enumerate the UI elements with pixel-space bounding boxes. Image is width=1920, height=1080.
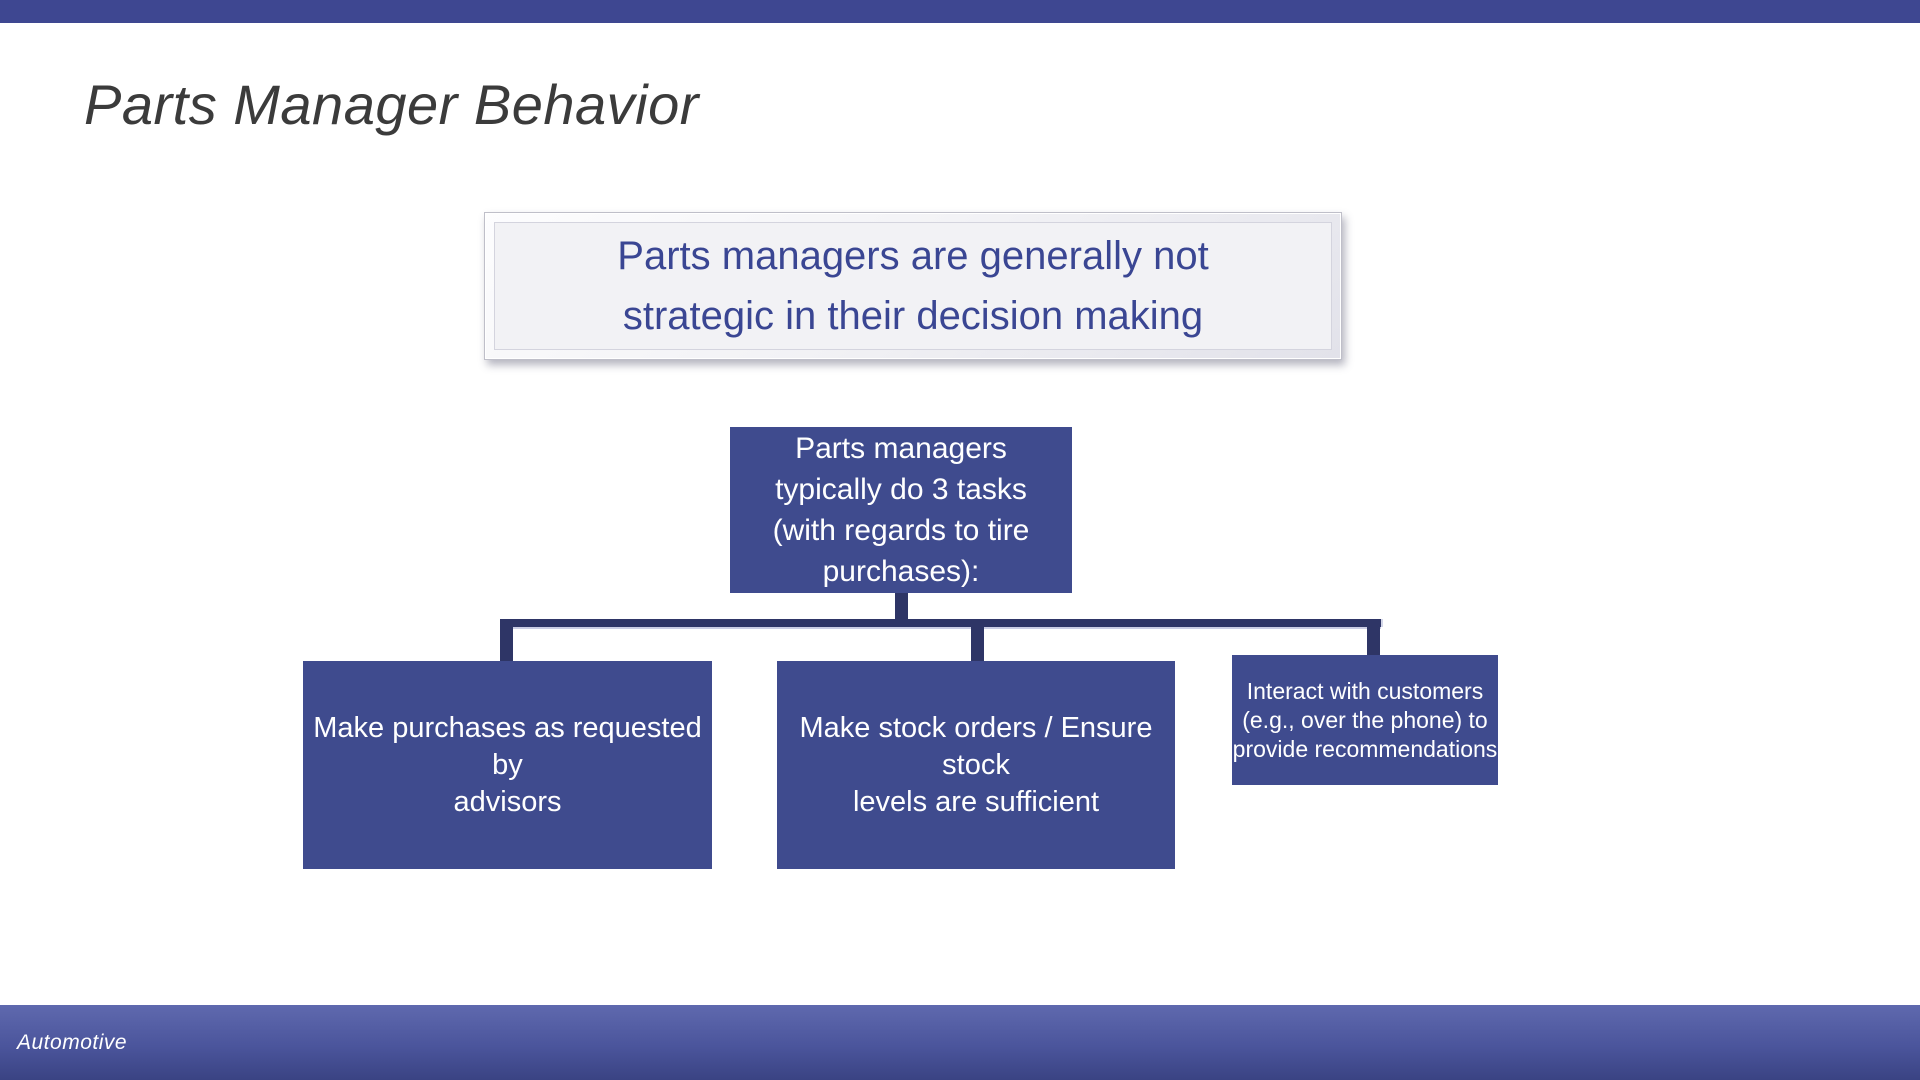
flow-child-box-3: Interact with customers(e.g., over the p… [1232, 655, 1498, 785]
connector-stub [895, 593, 908, 621]
top-accent-bar [0, 0, 1920, 23]
connector-drop-left [500, 619, 513, 662]
footer-bar: Automotive [0, 1005, 1920, 1080]
connector-drop-right [1367, 619, 1380, 656]
connector-drop-middle [971, 627, 984, 662]
flow-child-3-text: Interact with customers(e.g., over the p… [1232, 677, 1498, 762]
connector-horizontal [500, 619, 1381, 627]
footer-section-label: Automotive [17, 1031, 128, 1054]
slide-title: Parts Manager Behavior [84, 73, 699, 136]
